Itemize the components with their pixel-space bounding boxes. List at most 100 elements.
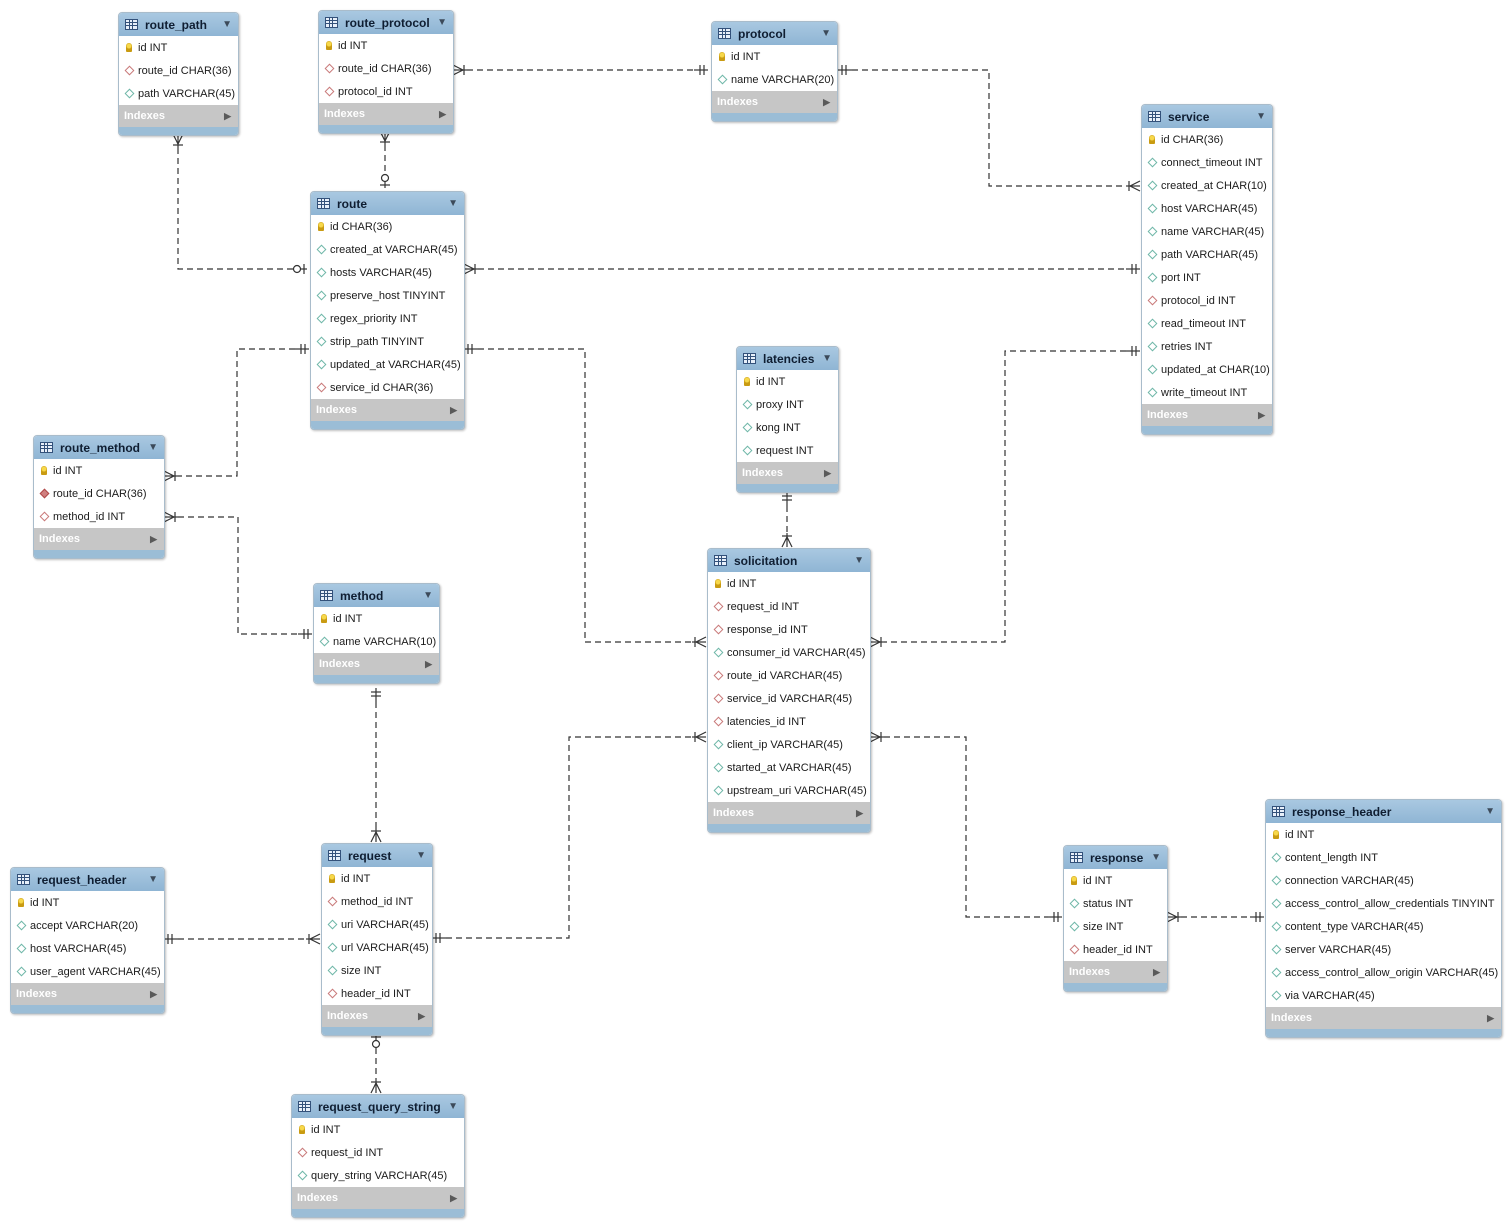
indexes-section[interactable]: Indexes▶ — [319, 103, 453, 125]
column-row[interactable]: user_agent VARCHAR(45) — [11, 960, 164, 983]
column-row[interactable]: kong INT — [737, 416, 838, 439]
column-row[interactable]: protocol_id INT — [1142, 289, 1272, 312]
column-row[interactable]: id INT — [712, 45, 837, 68]
column-row[interactable]: id CHAR(36) — [311, 215, 464, 238]
column-row[interactable]: id INT — [1266, 823, 1501, 846]
column-row[interactable]: method_id INT — [34, 505, 164, 528]
table-header[interactable]: method▼ — [314, 584, 439, 607]
indexes-section[interactable]: Indexes▶ — [314, 653, 439, 675]
collapse-toggle-icon[interactable]: ▼ — [822, 353, 832, 364]
expand-arrow-icon[interactable]: ▶ — [150, 988, 157, 999]
expand-arrow-icon[interactable]: ▶ — [450, 404, 457, 415]
relationship-route-to-route-method[interactable] — [163, 344, 309, 482]
expand-arrow-icon[interactable]: ▶ — [856, 807, 863, 818]
column-row[interactable]: write_timeout INT — [1142, 381, 1272, 404]
relationship-route-to-solicitation[interactable] — [464, 344, 707, 648]
column-row[interactable]: status INT — [1064, 892, 1167, 915]
column-row[interactable]: method_id INT — [322, 890, 432, 913]
column-row[interactable]: uri VARCHAR(45) — [322, 913, 432, 936]
collapse-toggle-icon[interactable]: ▼ — [1151, 852, 1161, 863]
expand-arrow-icon[interactable]: ▶ — [418, 1010, 425, 1021]
column-row[interactable]: proxy INT — [737, 393, 838, 416]
column-row[interactable]: host VARCHAR(45) — [1142, 197, 1272, 220]
indexes-section[interactable]: Indexes▶ — [712, 91, 837, 113]
column-row[interactable]: access_control_allow_origin VARCHAR(45) — [1266, 961, 1501, 984]
relationship-solicitation-to-response[interactable] — [869, 731, 1062, 922]
expand-arrow-icon[interactable]: ▶ — [1487, 1012, 1494, 1023]
indexes-section[interactable]: Indexes▶ — [11, 983, 164, 1005]
column-row[interactable]: id INT — [708, 572, 870, 595]
column-row[interactable]: retries INT — [1142, 335, 1272, 358]
column-row[interactable]: id INT — [737, 370, 838, 393]
column-row[interactable]: upstream_uri VARCHAR(45) — [708, 779, 870, 802]
expand-arrow-icon[interactable]: ▶ — [224, 110, 231, 121]
column-row[interactable]: size INT — [322, 959, 432, 982]
expand-arrow-icon[interactable]: ▶ — [824, 467, 831, 478]
relationship-request-to-request-query-string[interactable] — [370, 1034, 382, 1094]
column-row[interactable]: preserve_host TINYINT — [311, 284, 464, 307]
column-row[interactable]: id INT — [1064, 869, 1167, 892]
indexes-section[interactable]: Indexes▶ — [322, 1005, 432, 1027]
column-row[interactable]: access_control_allow_credentials TINYINT — [1266, 892, 1501, 915]
table-header[interactable]: solicitation▼ — [708, 549, 870, 572]
column-row[interactable]: connect_timeout INT — [1142, 151, 1272, 174]
column-row[interactable]: protocol_id INT — [319, 80, 453, 103]
indexes-section[interactable]: Indexes▶ — [1142, 404, 1272, 426]
column-row[interactable]: size INT — [1064, 915, 1167, 938]
collapse-toggle-icon[interactable]: ▼ — [1256, 111, 1266, 122]
relationship-route-protocol-to-route[interactable] — [379, 130, 391, 188]
relationship-route-method-to-method[interactable] — [163, 511, 312, 639]
collapse-toggle-icon[interactable]: ▼ — [423, 590, 433, 601]
table-header[interactable]: route_protocol▼ — [319, 11, 453, 34]
column-row[interactable]: route_id VARCHAR(45) — [708, 664, 870, 687]
indexes-section[interactable]: Indexes▶ — [1266, 1007, 1501, 1029]
table-header[interactable]: service▼ — [1142, 105, 1272, 128]
indexes-section[interactable]: Indexes▶ — [737, 462, 838, 484]
column-row[interactable]: id INT — [292, 1118, 464, 1141]
column-row[interactable]: response_id INT — [708, 618, 870, 641]
column-row[interactable]: regex_priority INT — [311, 307, 464, 330]
column-row[interactable]: id INT — [34, 459, 164, 482]
expand-arrow-icon[interactable]: ▶ — [425, 658, 432, 669]
collapse-toggle-icon[interactable]: ▼ — [448, 198, 458, 209]
expand-arrow-icon[interactable]: ▶ — [1153, 966, 1160, 977]
column-row[interactable]: created_at VARCHAR(45) — [311, 238, 464, 261]
relationship-route-to-service[interactable] — [463, 263, 1140, 275]
expand-arrow-icon[interactable]: ▶ — [1258, 409, 1265, 420]
column-row[interactable]: header_id INT — [1064, 938, 1167, 961]
column-row[interactable]: strip_path TINYINT — [311, 330, 464, 353]
column-row[interactable]: server VARCHAR(45) — [1266, 938, 1501, 961]
table-route[interactable]: route▼id CHAR(36)created_at VARCHAR(45)h… — [310, 191, 465, 430]
column-row[interactable]: route_id CHAR(36) — [319, 57, 453, 80]
column-row[interactable]: service_id VARCHAR(45) — [708, 687, 870, 710]
relationship-service-to-solicitation[interactable] — [869, 346, 1140, 648]
relationship-route-protocol-to-protocol[interactable] — [452, 64, 708, 76]
column-row[interactable]: request_id INT — [708, 595, 870, 618]
indexes-section[interactable]: Indexes▶ — [708, 802, 870, 824]
relationship-route-path-to-route[interactable] — [172, 133, 307, 274]
indexes-section[interactable]: Indexes▶ — [34, 528, 164, 550]
indexes-section[interactable]: Indexes▶ — [1064, 961, 1167, 983]
column-row[interactable]: read_timeout INT — [1142, 312, 1272, 335]
column-row[interactable]: content_length INT — [1266, 846, 1501, 869]
column-row[interactable]: id INT — [119, 36, 238, 59]
table-header[interactable]: response_header▼ — [1266, 800, 1501, 823]
collapse-toggle-icon[interactable]: ▼ — [148, 442, 158, 453]
column-row[interactable]: route_id CHAR(36) — [34, 482, 164, 505]
column-row[interactable]: query_string VARCHAR(45) — [292, 1164, 464, 1187]
column-row[interactable]: request INT — [737, 439, 838, 462]
column-row[interactable]: id INT — [314, 607, 439, 630]
collapse-toggle-icon[interactable]: ▼ — [222, 19, 232, 30]
column-row[interactable]: connection VARCHAR(45) — [1266, 869, 1501, 892]
table-header[interactable]: request_query_string▼ — [292, 1095, 464, 1118]
relationship-response-to-response-header[interactable] — [1166, 911, 1264, 923]
